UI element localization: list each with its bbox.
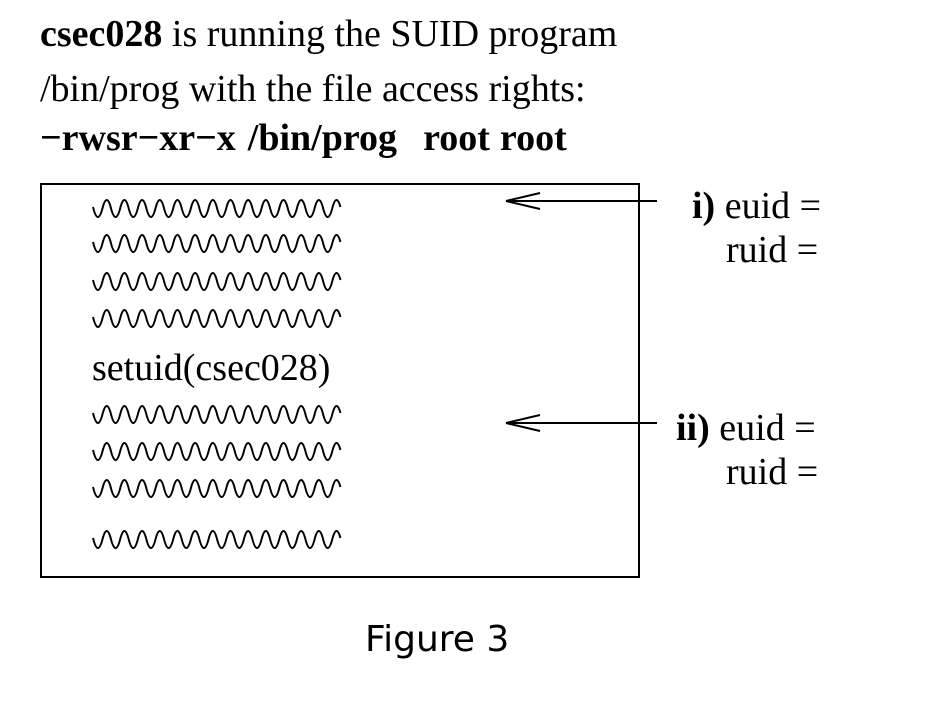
code-line bbox=[92, 199, 342, 218]
annotation-i-marker: i) bbox=[692, 185, 716, 227]
annotation-i-ruid-row: ruid = bbox=[692, 228, 821, 272]
permission-group: root bbox=[499, 117, 567, 159]
annotation-ii-euid-row: ii) euid = bbox=[676, 406, 818, 450]
code-line bbox=[92, 309, 342, 328]
annotation-i-ruid: ruid = bbox=[726, 229, 819, 271]
setuid-call: setuid(csec028) bbox=[92, 347, 331, 389]
code-line bbox=[92, 272, 342, 291]
code-line bbox=[92, 405, 342, 424]
code-line bbox=[92, 234, 342, 253]
user-name: csec028 bbox=[40, 13, 163, 55]
code-line bbox=[92, 442, 342, 461]
intro-text-1: is running the SUID program bbox=[171, 13, 618, 55]
arrow-ii bbox=[505, 414, 657, 432]
intro-line-1: csec028 is running the SUID program bbox=[40, 12, 617, 56]
figure-caption: Figure 3 bbox=[365, 619, 510, 660]
permission-mode: −rwsr−xr−x bbox=[40, 117, 236, 159]
annotation-ii-ruid: ruid = bbox=[726, 451, 819, 493]
annotation-ii-euid: euid = bbox=[719, 407, 816, 449]
code-lines-before bbox=[92, 199, 342, 328]
annotation-i-euid-row: i) euid = bbox=[692, 184, 821, 228]
code-line bbox=[92, 530, 342, 549]
code-lines-after bbox=[92, 405, 342, 549]
arrow-i bbox=[505, 192, 657, 210]
annotation-ii: ii) euid = ruid = bbox=[676, 406, 818, 494]
annotation-ii-ruid-row: ruid = bbox=[676, 450, 818, 494]
annotation-i-euid: euid = bbox=[724, 185, 822, 227]
permission-owner: root bbox=[423, 117, 490, 159]
annotation-i: i) euid = ruid = bbox=[692, 184, 821, 272]
annotation-ii-marker: ii) bbox=[676, 407, 710, 449]
code-line bbox=[92, 479, 342, 498]
permission-path: /bin/prog bbox=[247, 117, 398, 159]
program-box bbox=[40, 183, 640, 578]
intro-line-2: /bin/prog with the file access rights: bbox=[40, 68, 586, 110]
